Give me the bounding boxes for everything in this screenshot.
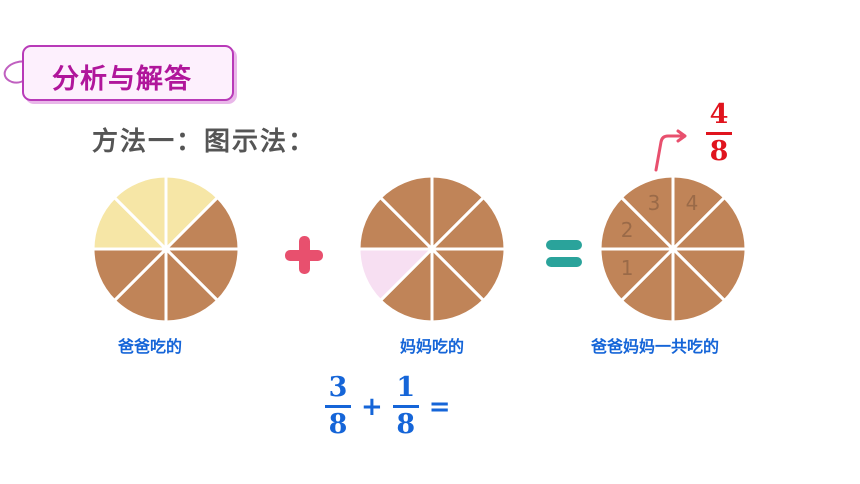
plus-sign xyxy=(285,236,323,274)
fraction-1-bar xyxy=(325,405,351,408)
fraction-1-numerator: 3 xyxy=(328,372,348,403)
plus-operator: + xyxy=(361,391,383,422)
pie-slice xyxy=(378,174,434,253)
fraction-2-bar xyxy=(392,405,419,408)
caption-dad: 爸爸吃的 xyxy=(118,337,183,356)
caption-mom: 妈妈吃的 xyxy=(400,337,465,356)
method-label: 方法一：图示法： xyxy=(92,127,317,157)
pie-slice xyxy=(619,174,675,253)
slice-number: 3 xyxy=(648,191,661,215)
caption-total: 爸爸妈妈一共吃的 xyxy=(591,337,720,356)
fraction-2-denominator: 8 xyxy=(396,409,416,440)
pie-dad xyxy=(91,174,241,324)
slice-number: 4 xyxy=(686,191,699,215)
equation: 3 8 + 1 8 = xyxy=(325,373,451,440)
slice-number: 1 xyxy=(621,256,634,280)
fraction-2: 1 8 xyxy=(392,372,419,440)
fraction-2-numerator: 1 xyxy=(396,372,416,403)
slice-number: 2 xyxy=(621,218,634,242)
answer-fraction: 4 8 xyxy=(706,100,732,167)
pie-mom xyxy=(357,174,507,324)
equals-sign xyxy=(546,240,582,267)
pie-slice-eaten xyxy=(112,174,168,253)
section-title: 分析与解答 xyxy=(52,64,192,95)
answer-numerator: 4 xyxy=(709,99,729,130)
pie-total: 1 23 4 xyxy=(598,174,748,324)
arrow-icon xyxy=(654,129,687,172)
fraction-1-denominator: 8 xyxy=(328,409,348,440)
fraction-1: 3 8 xyxy=(325,373,351,440)
header-box xyxy=(22,45,234,101)
equals-operator: = xyxy=(428,391,451,422)
answer-fraction-bar xyxy=(706,132,732,135)
answer-denominator: 8 xyxy=(709,136,729,167)
